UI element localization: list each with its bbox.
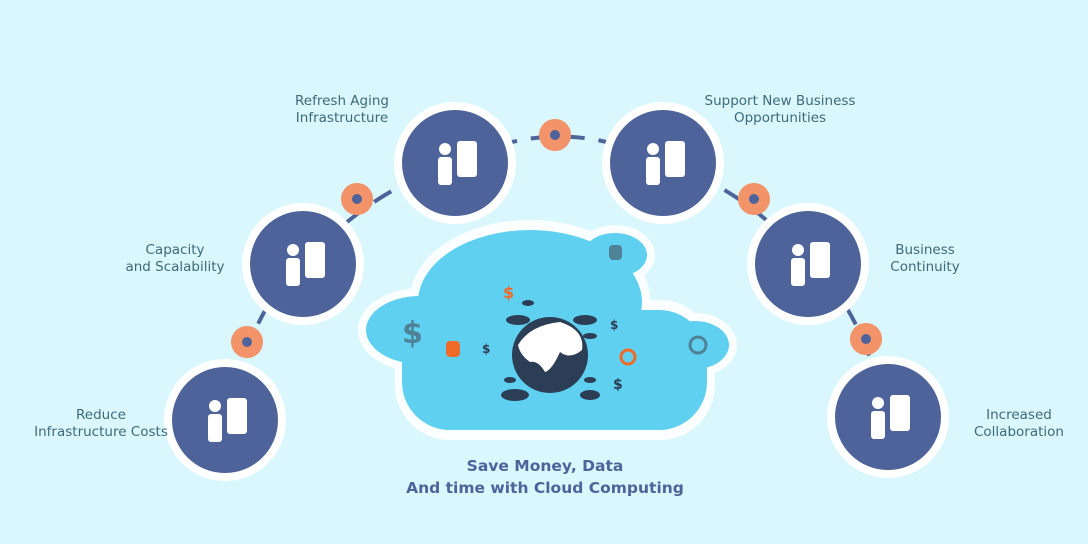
gear-icon xyxy=(341,183,373,215)
label-line: Business xyxy=(895,242,955,258)
label-line: Infrastructure xyxy=(295,110,389,126)
database-icon xyxy=(609,245,622,260)
stopwatch-icon xyxy=(619,348,637,366)
caption-line1: Save Money, Data xyxy=(466,457,624,475)
benefit-circle xyxy=(827,356,949,478)
label-line: Increased xyxy=(986,407,1052,423)
dollar-icon: $ xyxy=(402,316,423,351)
caption: Save Money, Data And time with Cloud Com… xyxy=(380,455,710,499)
gear-icon xyxy=(231,326,263,358)
growth-arrow-icon xyxy=(871,395,910,439)
label-line: Reduce xyxy=(76,407,126,423)
stopwatch-icon xyxy=(688,335,708,355)
label-line: Refresh Aging xyxy=(295,93,389,109)
database-icon xyxy=(446,341,460,357)
server-technician-icon xyxy=(438,141,477,185)
benefit-circle xyxy=(747,203,869,325)
gear-icon xyxy=(850,323,882,355)
presentation-icon xyxy=(208,398,247,442)
cloud: $ $ $ $ $ xyxy=(358,220,737,440)
dollar-icon: $ xyxy=(613,377,623,393)
benefit-circle xyxy=(164,359,286,481)
gear-icon xyxy=(738,183,770,215)
label-line: Infrastructure Costs xyxy=(34,424,168,440)
label-line: Collaboration xyxy=(974,424,1064,440)
label-line: Opportunities xyxy=(733,110,827,126)
dollar-icon: $ xyxy=(610,318,618,332)
scalability-icon xyxy=(286,242,325,286)
handshake-icon xyxy=(646,141,685,185)
workflow-icon xyxy=(791,242,830,286)
label-line: Capacity xyxy=(145,242,205,258)
dollar-icon: $ xyxy=(482,342,490,356)
caption-line2: And time with Cloud Computing xyxy=(406,479,684,497)
dollar-icon: $ xyxy=(503,283,514,302)
label-line: Support New Business xyxy=(704,93,856,109)
label-line: and Scalability xyxy=(125,259,225,275)
benefit-circle xyxy=(242,203,364,325)
label-line: Continuity xyxy=(890,259,960,275)
benefit-circle xyxy=(602,102,724,224)
gear-icon xyxy=(539,119,571,151)
globe-icon xyxy=(512,317,588,393)
benefit-circle xyxy=(394,102,516,224)
